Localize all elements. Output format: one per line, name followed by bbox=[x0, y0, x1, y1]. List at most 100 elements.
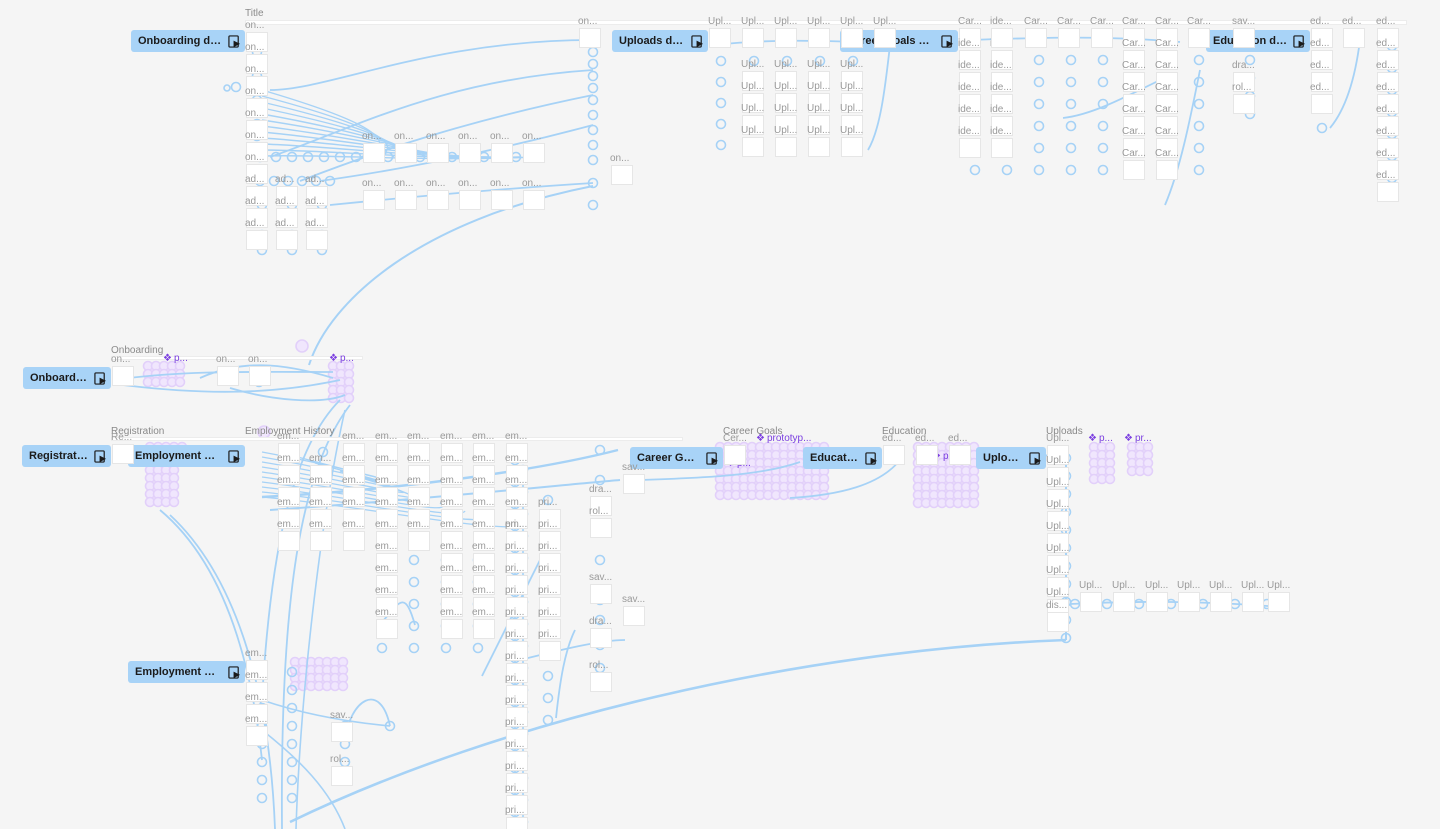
frame-thumbnail[interactable] bbox=[473, 597, 495, 617]
frame-thumbnail[interactable] bbox=[1123, 72, 1145, 92]
frame-thumbnail[interactable] bbox=[376, 597, 398, 617]
frame-thumbnail[interactable] bbox=[775, 71, 797, 91]
frame-thumbnail[interactable] bbox=[112, 366, 134, 386]
frame-thumbnail[interactable] bbox=[1377, 182, 1399, 202]
frame-thumbnail[interactable] bbox=[278, 465, 300, 485]
frame-thumbnail[interactable] bbox=[1156, 116, 1178, 136]
flow-start-career-goals[interactable]: Career Goals bbox=[630, 447, 723, 469]
frame-thumbnail[interactable] bbox=[278, 531, 300, 551]
frame-thumbnail[interactable] bbox=[841, 115, 863, 135]
frame-thumbnail[interactable] bbox=[343, 531, 365, 551]
frame-thumbnail[interactable] bbox=[395, 143, 417, 163]
frame-thumbnail[interactable] bbox=[1268, 592, 1290, 612]
frame-thumbnail[interactable] bbox=[310, 531, 332, 551]
frame-thumbnail[interactable] bbox=[1123, 94, 1145, 114]
flow-start-employment-history-1[interactable]: Employment His... bbox=[128, 445, 245, 467]
frame-thumbnail[interactable] bbox=[506, 707, 528, 727]
frame-thumbnail[interactable] bbox=[343, 509, 365, 529]
frame-thumbnail[interactable] bbox=[376, 465, 398, 485]
frame-thumbnail[interactable] bbox=[1377, 116, 1399, 136]
frame-thumbnail[interactable] bbox=[246, 186, 268, 206]
frame-thumbnail[interactable] bbox=[246, 32, 268, 52]
frame-thumbnail[interactable] bbox=[1188, 28, 1210, 48]
frame-thumbnail[interactable] bbox=[306, 186, 328, 206]
frame-thumbnail[interactable] bbox=[246, 98, 268, 118]
frame-thumbnail[interactable] bbox=[579, 28, 601, 48]
frame-thumbnail[interactable] bbox=[1047, 489, 1069, 509]
frame-thumbnail[interactable] bbox=[775, 28, 797, 48]
frame-thumbnail[interactable] bbox=[408, 443, 430, 463]
frame-thumbnail[interactable] bbox=[310, 509, 332, 529]
frame-thumbnail[interactable] bbox=[1377, 72, 1399, 92]
frame-thumbnail[interactable] bbox=[246, 704, 268, 724]
frame-thumbnail[interactable] bbox=[217, 366, 239, 386]
frame-thumbnail[interactable] bbox=[742, 28, 764, 48]
frame-thumbnail[interactable] bbox=[959, 50, 981, 70]
frame-thumbnail[interactable] bbox=[246, 682, 268, 702]
frame-thumbnail[interactable] bbox=[376, 509, 398, 529]
flow-start-education[interactable]: Education bbox=[803, 447, 882, 469]
frame-thumbnail[interactable] bbox=[742, 71, 764, 91]
frame-thumbnail[interactable] bbox=[590, 672, 612, 692]
frame-thumbnail[interactable] bbox=[623, 474, 645, 494]
frame-thumbnail[interactable] bbox=[590, 518, 612, 538]
frame-thumbnail[interactable] bbox=[991, 50, 1013, 70]
frame-thumbnail[interactable] bbox=[1047, 555, 1069, 575]
frame-thumbnail[interactable] bbox=[1047, 445, 1069, 465]
frame-thumbnail[interactable] bbox=[991, 116, 1013, 136]
frame-thumbnail[interactable] bbox=[276, 186, 298, 206]
frame-thumbnail[interactable] bbox=[441, 443, 463, 463]
frame-thumbnail[interactable] bbox=[1377, 160, 1399, 180]
frame-thumbnail[interactable] bbox=[506, 531, 528, 551]
frame-thumbnail[interactable] bbox=[506, 465, 528, 485]
frame-thumbnail[interactable] bbox=[1377, 94, 1399, 114]
frame-thumbnail[interactable] bbox=[1113, 592, 1135, 612]
frame-thumbnail[interactable] bbox=[246, 660, 268, 680]
frame-thumbnail[interactable] bbox=[506, 663, 528, 683]
frame-thumbnail[interactable] bbox=[1156, 28, 1178, 48]
frame-thumbnail[interactable] bbox=[506, 817, 528, 829]
frame-thumbnail[interactable] bbox=[310, 487, 332, 507]
frame-thumbnail[interactable] bbox=[506, 641, 528, 661]
frame-thumbnail[interactable] bbox=[808, 28, 830, 48]
frame-thumbnail[interactable] bbox=[1156, 138, 1178, 158]
component-label[interactable]: p... bbox=[1088, 433, 1113, 444]
component-label[interactable]: pr... bbox=[1124, 433, 1152, 444]
frame-thumbnail[interactable] bbox=[991, 28, 1013, 48]
frame-thumbnail[interactable] bbox=[1156, 160, 1178, 180]
frame-thumbnail[interactable] bbox=[1156, 94, 1178, 114]
frame-thumbnail[interactable] bbox=[246, 120, 268, 140]
frame-thumbnail[interactable] bbox=[395, 190, 417, 210]
frame-thumbnail[interactable] bbox=[506, 597, 528, 617]
frame-thumbnail[interactable] bbox=[473, 443, 495, 463]
frame-thumbnail[interactable] bbox=[249, 366, 271, 386]
frame-thumbnail[interactable] bbox=[246, 230, 268, 250]
frame-thumbnail[interactable] bbox=[959, 28, 981, 48]
frame-thumbnail[interactable] bbox=[590, 496, 612, 516]
flow-start-career-goals-draft[interactable]: Career Goals draft bbox=[840, 30, 958, 52]
frame-thumbnail[interactable] bbox=[506, 795, 528, 815]
frame-thumbnail[interactable] bbox=[376, 531, 398, 551]
frame-thumbnail[interactable] bbox=[473, 509, 495, 529]
frame-thumbnail[interactable] bbox=[590, 628, 612, 648]
frame-thumbnail[interactable] bbox=[808, 137, 830, 157]
frame-thumbnail[interactable] bbox=[1058, 28, 1080, 48]
frame-thumbnail[interactable] bbox=[1242, 592, 1264, 612]
frame-thumbnail[interactable] bbox=[306, 230, 328, 250]
frame-thumbnail[interactable] bbox=[473, 575, 495, 595]
frame-thumbnail[interactable] bbox=[459, 190, 481, 210]
frame-thumbnail[interactable] bbox=[1156, 72, 1178, 92]
frame-thumbnail[interactable] bbox=[276, 208, 298, 228]
frame-thumbnail[interactable] bbox=[523, 143, 545, 163]
flow-start-employment-history-2[interactable]: Employment His... bbox=[128, 661, 245, 683]
frame-thumbnail[interactable] bbox=[491, 190, 513, 210]
frame-thumbnail[interactable] bbox=[1123, 116, 1145, 136]
frame-thumbnail[interactable] bbox=[343, 465, 365, 485]
frame-thumbnail[interactable] bbox=[1047, 533, 1069, 553]
frame-thumbnail[interactable] bbox=[1210, 592, 1232, 612]
frame-thumbnail[interactable] bbox=[473, 487, 495, 507]
frame-thumbnail[interactable] bbox=[441, 487, 463, 507]
frame-thumbnail[interactable] bbox=[506, 553, 528, 573]
frame-thumbnail[interactable] bbox=[539, 509, 561, 529]
frame-thumbnail[interactable] bbox=[775, 115, 797, 135]
